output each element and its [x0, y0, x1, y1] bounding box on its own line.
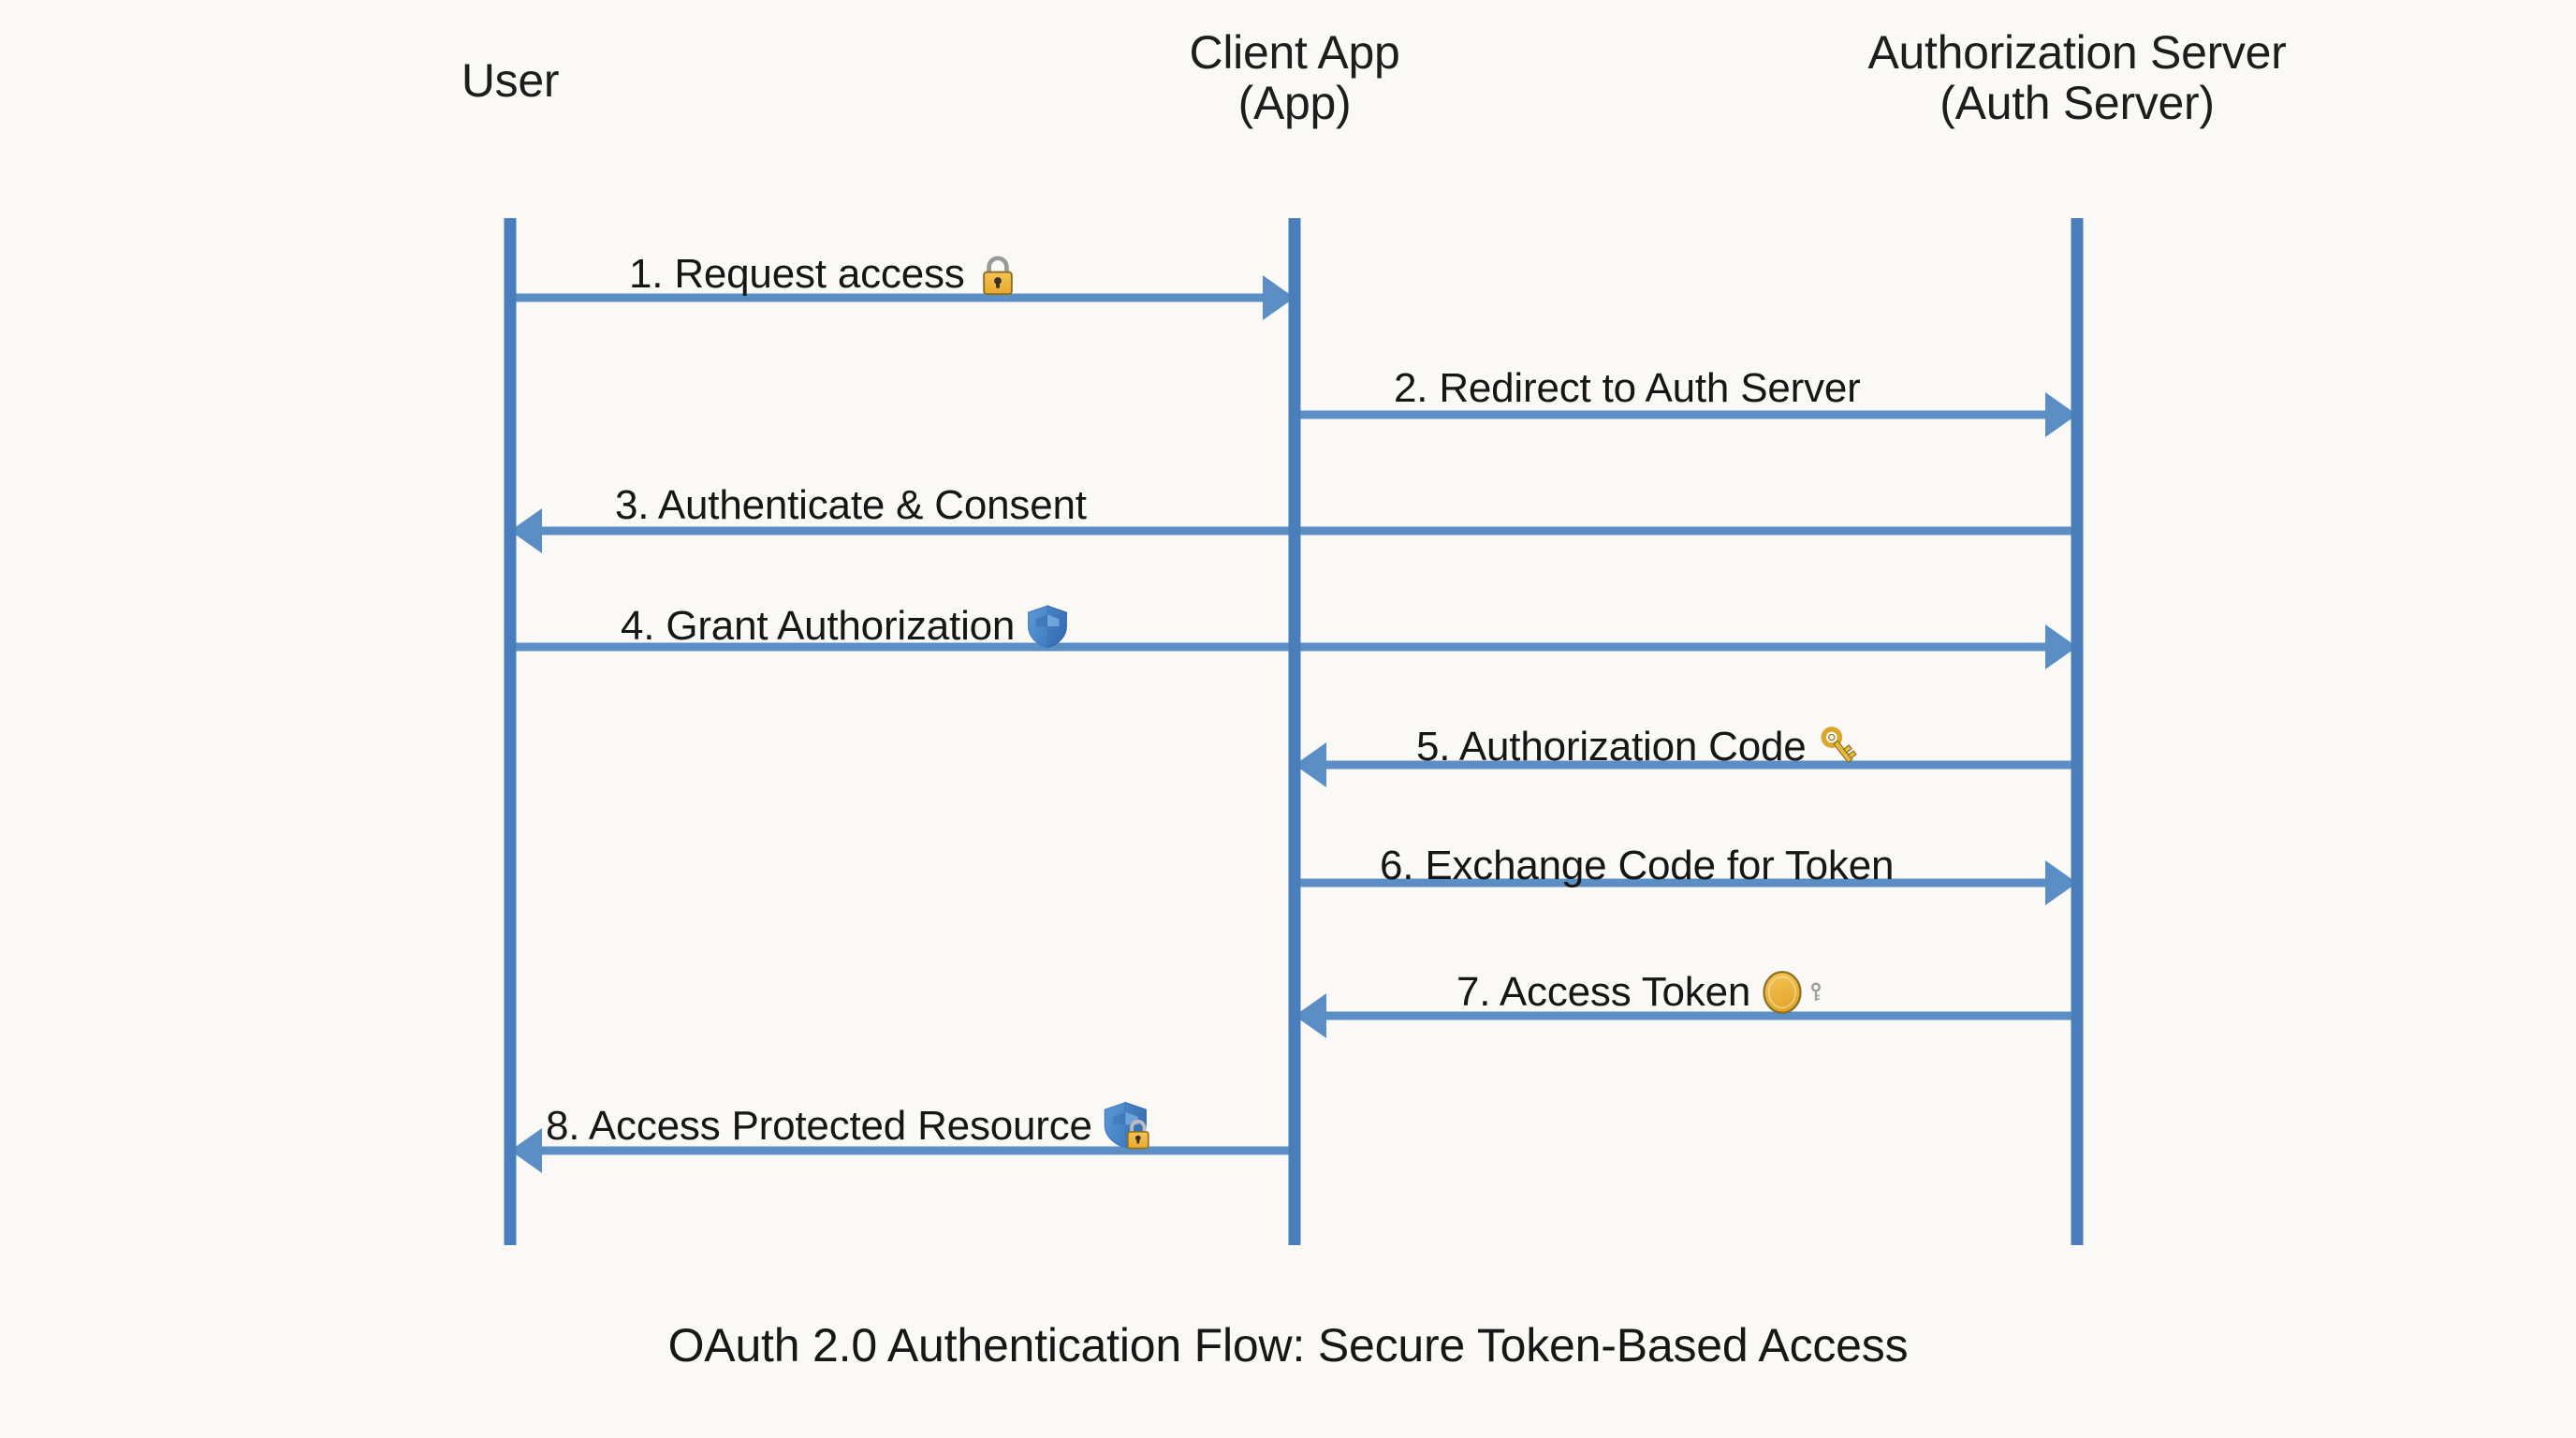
message-text-2: 2. Redirect to Auth Server	[1394, 365, 1861, 411]
message-label-7: 7. Access Token	[1456, 969, 1826, 1016]
message-label-1: 1. Request access	[629, 251, 1021, 298]
key-icon	[1816, 724, 1863, 770]
message-text-1: 1. Request access	[629, 251, 965, 297]
message-arrow-7	[1295, 993, 2077, 1038]
message-text-7: 7. Access Token	[1456, 969, 1751, 1015]
message-label-3: 3. Authenticate & Consent	[615, 485, 1087, 526]
message-arrow-5	[1295, 742, 2077, 787]
shield-icon	[1024, 602, 1071, 651]
message-arrow-8	[510, 1128, 1295, 1173]
message-text-8: 8. Access Protected Resource	[546, 1103, 1092, 1149]
participant-header-user: User	[461, 54, 560, 107]
lifeline-app	[1288, 218, 1301, 1245]
message-label-4: 4. Grant Authorization	[621, 602, 1071, 651]
message-arrow-3	[510, 508, 2077, 553]
message-arrows-layer	[510, 275, 2077, 1173]
lock-icon	[974, 251, 1021, 298]
participant-name-line2: (Auth Server)	[1939, 76, 2215, 129]
message-arrow-1	[510, 275, 1295, 320]
participant-header-client-app: Client App (App)	[1189, 26, 1400, 129]
participant-header-auth-server: Authorization Server (Auth Server)	[1867, 26, 2287, 129]
lifeline-server	[2071, 218, 2084, 1245]
lifelines-layer	[504, 218, 2084, 1245]
message-arrow-6	[1295, 860, 2077, 905]
message-label-6: 6. Exchange Code for Token	[1380, 845, 1894, 887]
message-label-5: 5. Authorization Code	[1416, 724, 1863, 770]
message-arrow-4	[510, 624, 2077, 669]
message-text-6: 6. Exchange Code for Token	[1380, 843, 1895, 888]
message-label-2: 2. Redirect to Auth Server	[1394, 368, 1861, 409]
lifeline-user	[504, 218, 517, 1245]
shield-lock-icon	[1102, 1100, 1152, 1152]
message-text-4: 4. Grant Authorization	[621, 603, 1016, 649]
message-label-8: 8. Access Protected Resource	[546, 1100, 1152, 1152]
participant-name-line1: Client App	[1189, 26, 1400, 79]
participant-name-line1: Authorization Server	[1867, 26, 2287, 79]
message-text-5: 5. Authorization Code	[1416, 724, 1807, 770]
message-text-3: 3. Authenticate & Consent	[615, 482, 1087, 528]
participant-name-line1: User	[461, 54, 560, 107]
token-key-icon	[1760, 969, 1826, 1016]
diagram-caption: OAuth 2.0 Authentication Flow: Secure To…	[667, 1319, 1909, 1372]
participant-name-line2: (App)	[1237, 76, 1352, 129]
message-arrow-2	[1295, 392, 2077, 437]
